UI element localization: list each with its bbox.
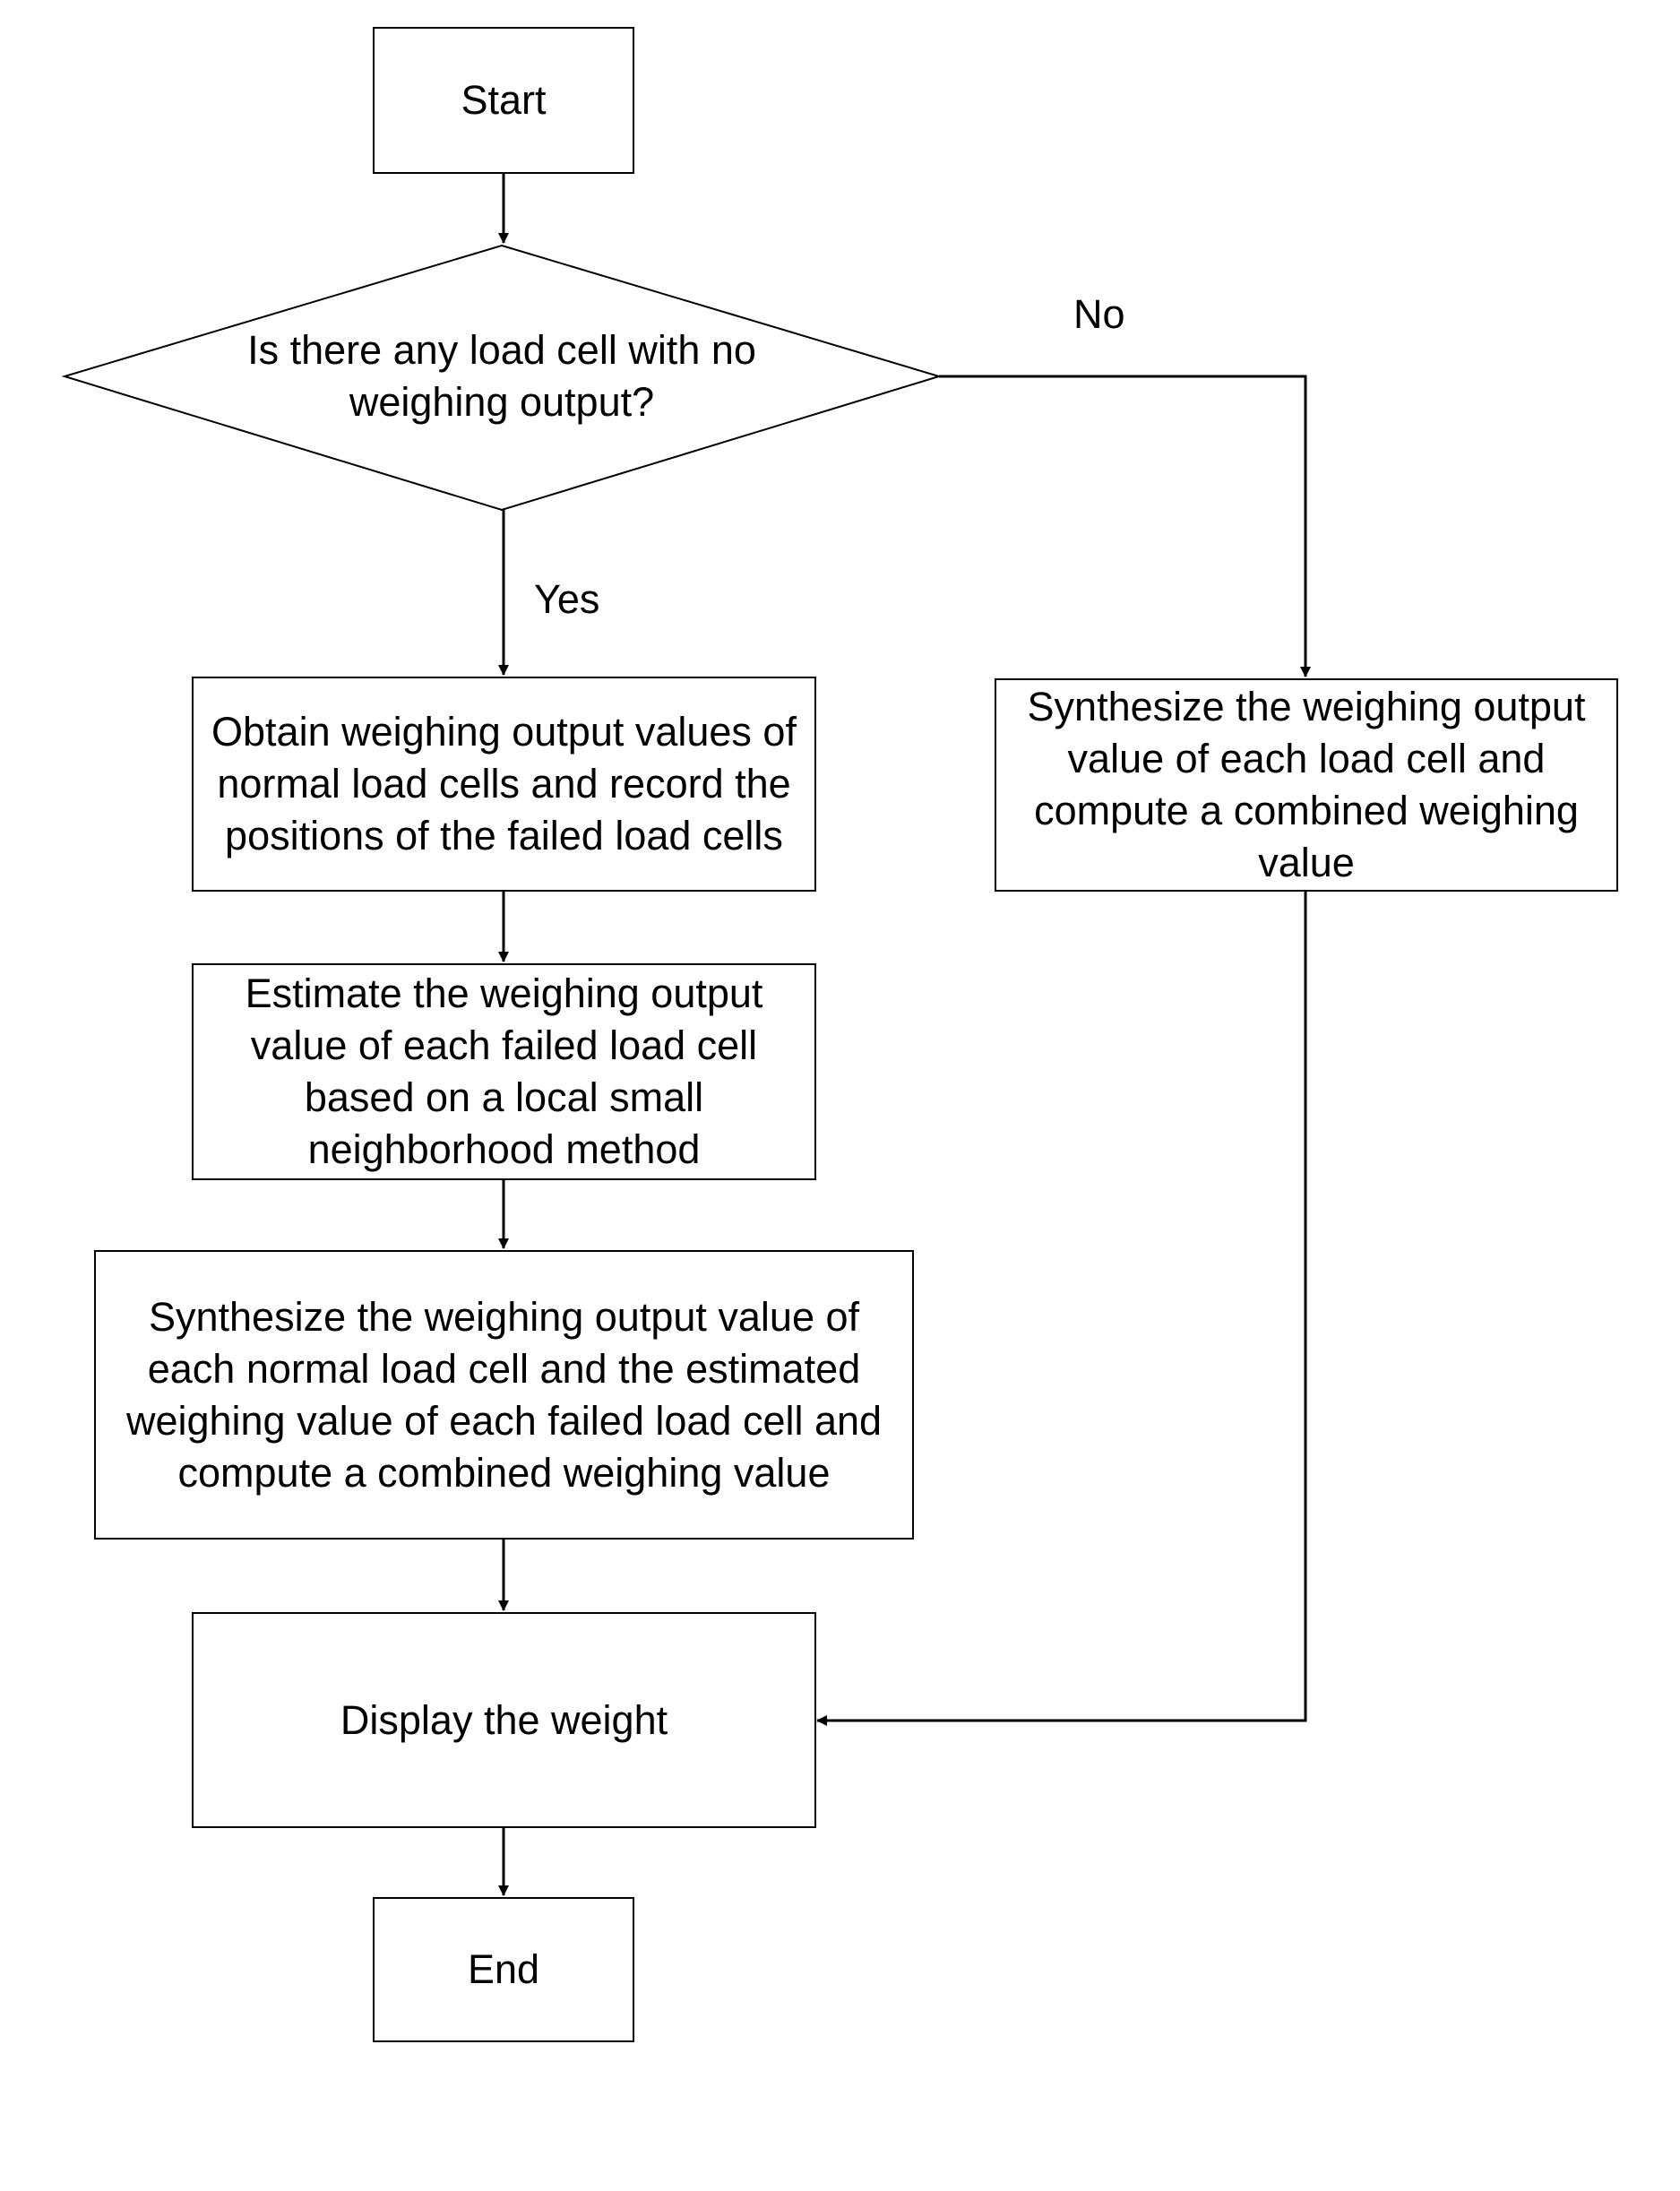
start-terminal: Start <box>373 27 634 174</box>
end-terminal-label: End <box>468 1944 539 1996</box>
display-weight-step: Display the weight <box>192 1612 816 1828</box>
obtain-outputs-step: Obtain weighing output values of normal … <box>192 677 816 892</box>
decision-question: Is there any load cell with no weighing … <box>206 324 797 428</box>
start-terminal-label: Start <box>461 74 546 126</box>
arrow-decision-no-to-synthesize-all <box>939 376 1305 677</box>
branch-label-yes: Yes <box>534 574 599 625</box>
branch-label-no: No <box>1073 289 1125 341</box>
estimate-failed-step: Estimate the weighing output value of ea… <box>192 963 816 1180</box>
display-weight-step-label: Display the weight <box>340 1695 668 1747</box>
synthesize-all-step-label: Synthesize the weighing output value of … <box>1004 681 1609 889</box>
decision-question-label: Is there any load cell with no weighing … <box>206 324 797 428</box>
end-terminal: End <box>373 1897 634 2042</box>
estimate-failed-step-label: Estimate the weighing output value of ea… <box>220 968 788 1176</box>
synthesize-with-estimates-step: Synthesize the weighing output value of … <box>94 1250 914 1540</box>
synthesize-with-estimates-step-label: Synthesize the weighing output value of … <box>108 1291 900 1499</box>
obtain-outputs-step-label: Obtain weighing output values of normal … <box>201 706 807 862</box>
synthesize-all-step: Synthesize the weighing output value of … <box>995 678 1618 892</box>
